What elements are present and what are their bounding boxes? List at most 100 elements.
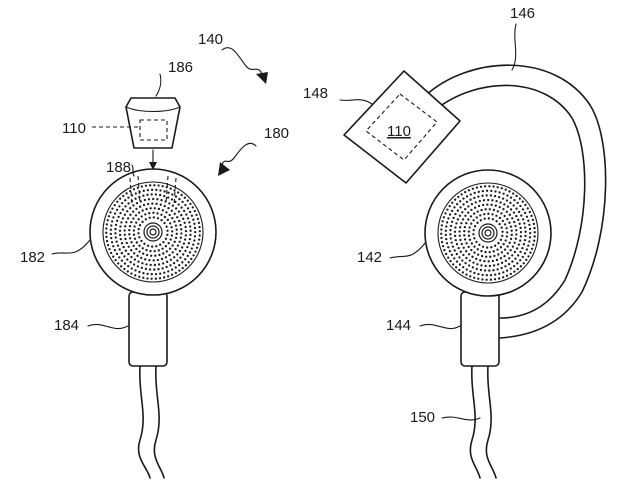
grille-hole [142, 189, 145, 192]
grille-hole [129, 189, 132, 193]
grille-hole [459, 226, 462, 229]
grille-hole [174, 248, 177, 251]
left-channel-3 [165, 175, 169, 204]
grille-hole [138, 205, 142, 208]
grille-hole [500, 226, 503, 229]
grille-hole [160, 257, 164, 261]
grille-hole [509, 201, 512, 204]
grille-hole [453, 206, 456, 209]
grille-hole [179, 236, 182, 239]
grille-hole [105, 239, 109, 243]
grille-hole [145, 207, 148, 211]
grille-hole [198, 230, 201, 233]
grille-hole [118, 197, 122, 200]
grille-hole [456, 209, 459, 212]
grille-hole [159, 243, 162, 246]
grille-hole [184, 249, 187, 253]
grille-hole [488, 269, 491, 272]
grille-hole [122, 194, 125, 198]
grille-hole [153, 207, 156, 210]
grille-hole [508, 257, 511, 260]
grille-hole [125, 192, 128, 195]
grille-hole [184, 203, 187, 207]
grille-hole [481, 203, 485, 207]
grille-hole [499, 257, 503, 260]
grille-hole [462, 253, 465, 257]
grille-hole [470, 248, 473, 252]
grille-hole [148, 259, 151, 262]
grille-hole [527, 244, 530, 247]
grille-hole [483, 217, 486, 220]
grille-hole [465, 200, 469, 204]
grille-hole [521, 218, 525, 221]
grille-hole [522, 262, 525, 265]
grille-hole [509, 196, 513, 199]
grille-hole [130, 272, 133, 275]
grille-hole [465, 250, 468, 253]
leader-184 [87, 324, 129, 330]
grille-hole [447, 217, 450, 220]
grille-hole [448, 213, 452, 216]
grille-hole [506, 194, 509, 197]
grille-hole [135, 241, 139, 244]
grille-hole [506, 205, 510, 208]
leader-144 [419, 324, 461, 330]
left-channel-2 [137, 175, 141, 204]
grille-hole [140, 239, 143, 243]
grille-hole [176, 253, 179, 256]
grille-hole [472, 233, 475, 236]
grille-hole [163, 221, 166, 225]
grille-hole [121, 202, 124, 205]
grille-hole [503, 254, 506, 258]
grille-hole [487, 217, 490, 220]
grille-hole [120, 259, 124, 262]
grille-hole [458, 268, 461, 272]
grille-hole [128, 224, 132, 228]
grille-hole [137, 218, 140, 221]
grille-hole [462, 197, 465, 200]
grille-hole [195, 246, 199, 249]
grille-hole [154, 272, 158, 276]
grille-hole [144, 184, 148, 187]
grille-hole [115, 208, 119, 212]
grille-hole [146, 202, 150, 206]
left-channel-1 [129, 177, 133, 206]
grille-hole [483, 260, 486, 263]
grille-hole [117, 262, 120, 265]
grille-hole [443, 248, 446, 252]
grille-hole [473, 271, 476, 275]
grille-hole [189, 225, 192, 228]
grille-hole [444, 229, 448, 232]
grille-hole [181, 200, 184, 204]
grille-hole [133, 237, 137, 240]
grille-hole [159, 203, 162, 206]
grille-hole [469, 270, 472, 273]
grille-hole [492, 264, 496, 267]
grille-hole [467, 264, 471, 267]
grille-hole [135, 247, 138, 251]
grille-hole [178, 249, 182, 253]
grille-hole [188, 251, 192, 254]
grille-hole [498, 195, 501, 199]
grille-hole [115, 219, 119, 222]
grille-hole [451, 201, 454, 204]
grille-hole [161, 267, 164, 270]
grille-hole [124, 225, 127, 228]
grille-hole [488, 185, 491, 188]
grille-hole [142, 252, 145, 255]
grille-hole [151, 245, 154, 248]
grille-hole [130, 267, 133, 270]
grille-hole [460, 193, 463, 196]
grille-hole [494, 204, 497, 207]
grille-hole [460, 222, 463, 225]
grille-hole [153, 184, 156, 187]
grille-hole [110, 241, 114, 244]
grille-hole [168, 253, 171, 257]
grille-hole [498, 205, 501, 209]
grille-hole [126, 210, 129, 213]
grille-hole [482, 199, 486, 202]
grille-hole [449, 224, 453, 228]
grille-hole [480, 249, 483, 253]
grille-hole [169, 264, 172, 267]
